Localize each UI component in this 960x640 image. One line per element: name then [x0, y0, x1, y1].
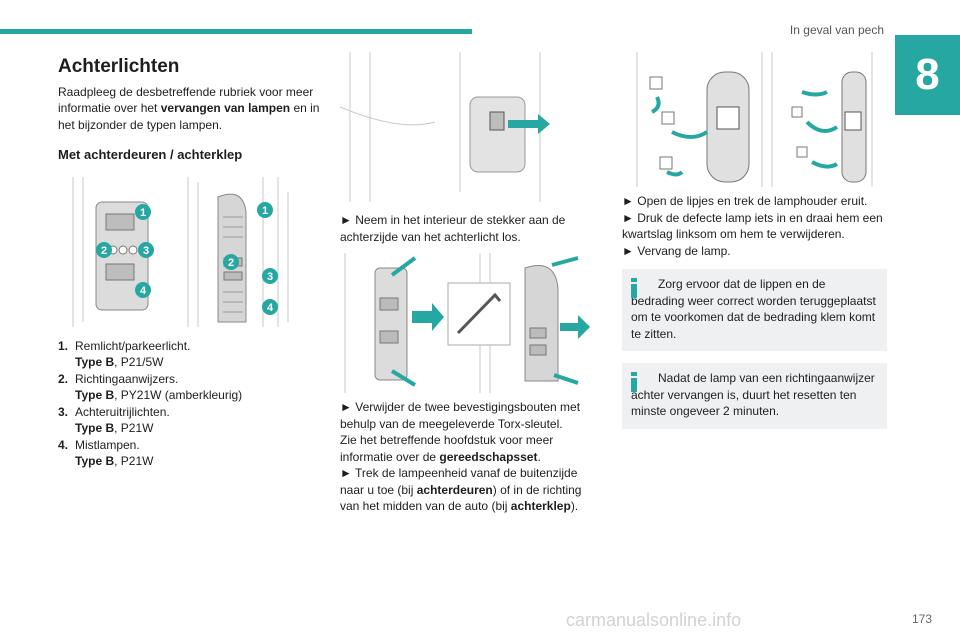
intro-paragraph: Raadpleeg de desbetreffende rubriek voor…: [58, 84, 320, 132]
torx-removal-illustration: [344, 253, 590, 393]
lamp-list-item: 3.Achteruitrijlichten.Type B, P21W: [58, 404, 170, 436]
column-rear-lights-intro: Achterlichten Raadpleeg de desbetreffend…: [58, 55, 323, 470]
header-accent-bar: [0, 29, 472, 34]
info-text-indicator-reset: Nadat de lamp van een richtingaanwijzer …: [631, 371, 875, 418]
connector-illustration: [340, 52, 550, 202]
info-box-indicator-reset: Nadat de lamp van een richtingaanwijzer …: [622, 363, 887, 429]
info-text-wiring: Zorg ervoor dat de lippen en de bedradin…: [631, 277, 876, 341]
callout-4-right: 4: [267, 302, 274, 314]
page-number: 173: [911, 612, 932, 626]
chapter-header-title: In geval van pech: [789, 23, 884, 37]
column-removal-steps: ► Neem in het interieur de stekker aan d…: [340, 52, 590, 515]
step-open-tabs: ► Open de lipjes en trek de lamphouder e…: [622, 194, 868, 208]
lamp-holder-illustration: [636, 52, 873, 187]
step-disconnect-connector: ► Neem in het interieur de stekker aan d…: [340, 213, 566, 244]
lamp-list: 1.Remlicht/parkeerlicht.Type B, P21/5W 2…: [58, 338, 323, 470]
subsection-title: Met achterdeuren / achterklep: [58, 147, 243, 162]
callout-4-left: 4: [140, 285, 147, 297]
step-remove-bolts: ► Verwijder de twee bevestigingsbouten m…: [340, 400, 581, 431]
step-replace-lamp: ► Vervang de lamp.: [622, 243, 731, 258]
info-box-wiring: Zorg ervoor dat de lippen en de bedradin…: [622, 269, 887, 351]
toolkit-reference: Zie het betreffende hoofdstuk voor meer …: [340, 433, 554, 464]
callout-2-left: 2: [101, 245, 107, 257]
info-icon: [631, 372, 637, 392]
callout-1-left: 1: [140, 207, 146, 219]
step-twist-lamp: ► Druk de defecte lamp iets in en draai …: [622, 210, 883, 242]
callout-2-right: 2: [228, 257, 234, 269]
lamp-list-item: 2.Richtingaanwijzers.Type B, PY21W (ambe…: [58, 371, 243, 403]
step-pull-lamp-unit: ► Trek de lampeenheid vanaf de buitenzij…: [340, 466, 582, 513]
callout-1-right: 1: [262, 205, 268, 217]
info-icon: [631, 278, 637, 298]
chapter-number-tab: 8: [895, 35, 960, 115]
lamp-list-item: 1.Remlicht/parkeerlicht.Type B, P21/5W: [58, 338, 191, 370]
rear-light-positions-illustration: 1 2 3 4 1 2 3 4: [72, 176, 289, 327]
lamp-list-item: 4.Mistlampen.Type B, P21W: [58, 437, 154, 469]
callout-3-right: 3: [267, 271, 273, 283]
section-title: Achterlichten: [58, 56, 180, 77]
watermark: carmanualsonline.info: [566, 610, 742, 630]
column-lamp-replacement: ► Open de lipjes en trek de lamphouder e…: [622, 52, 887, 429]
callout-3-left: 3: [143, 245, 149, 257]
